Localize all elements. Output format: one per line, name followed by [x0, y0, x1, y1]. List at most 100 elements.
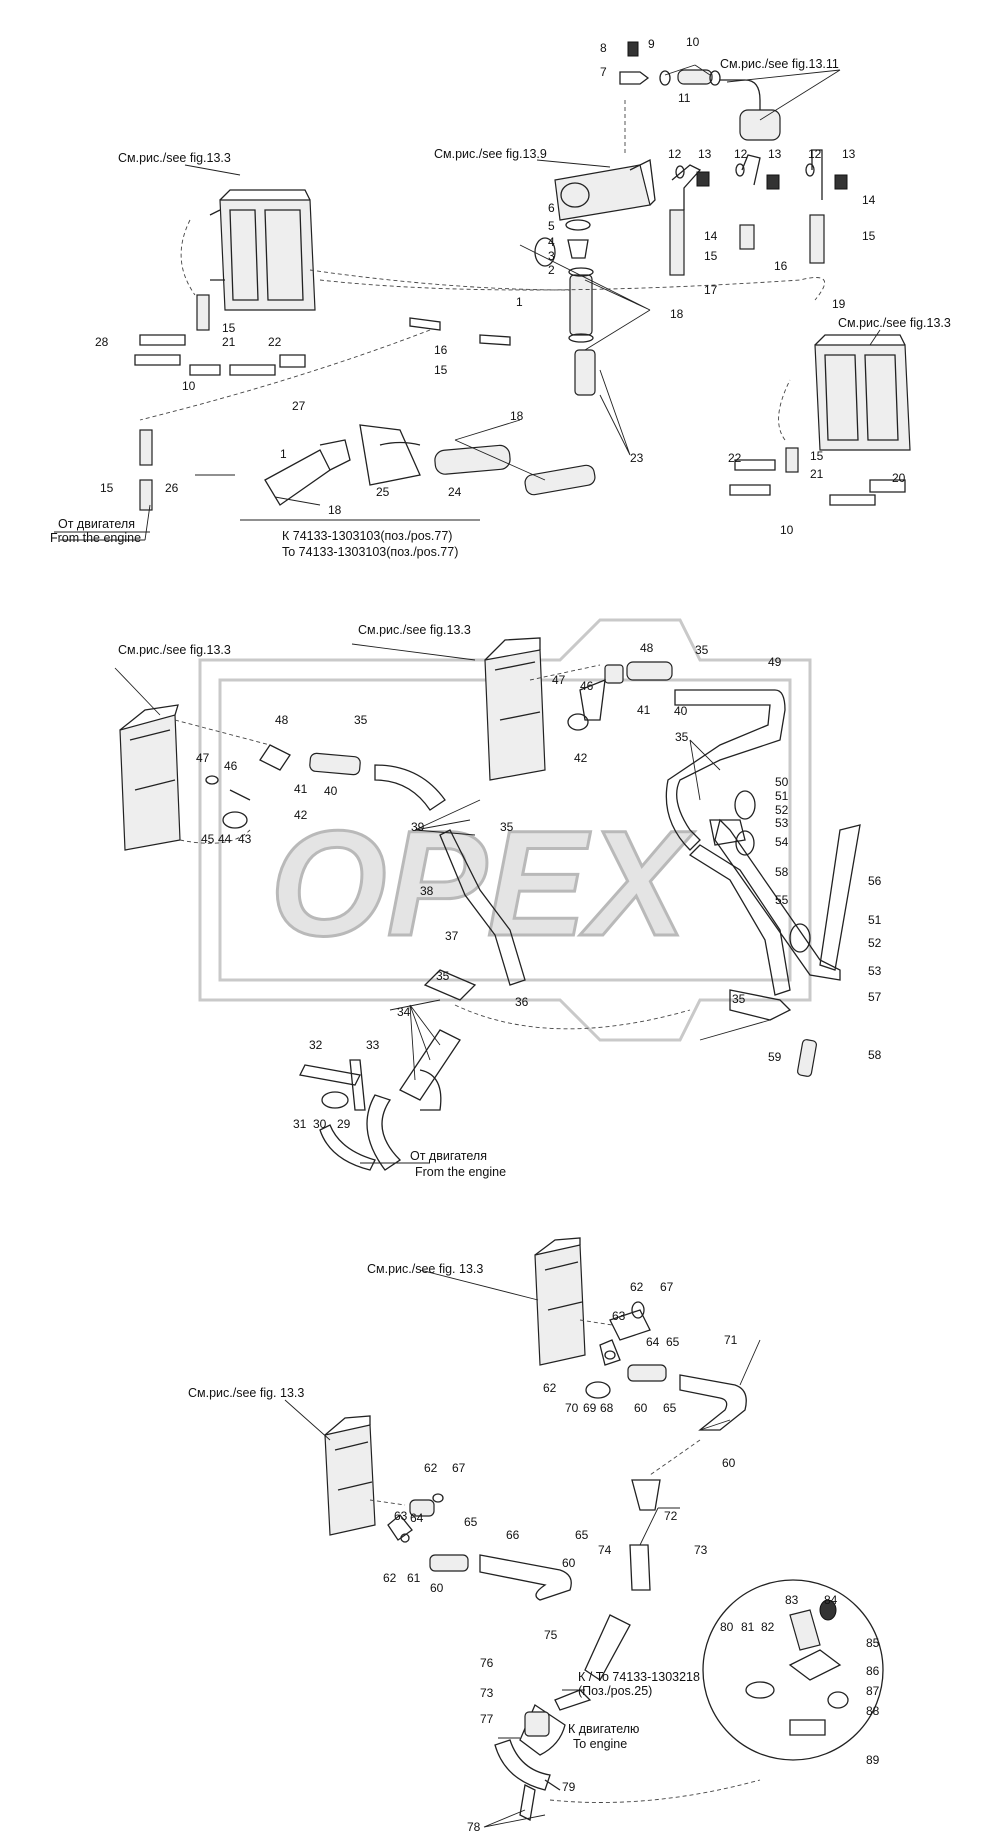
to-engine-ru: К двигателю — [568, 1722, 639, 1736]
callout: 50 — [775, 775, 789, 789]
callout: 59 — [768, 1050, 782, 1064]
to-pos-25-2: (Поз./pos.25) — [578, 1684, 652, 1698]
pipes-b — [229, 661, 861, 1171]
connection-lines-c — [369, 1319, 761, 1803]
callout: 74 — [598, 1543, 612, 1557]
callout: 35 — [436, 969, 450, 983]
callout: 62 — [424, 1461, 438, 1475]
callout: 9 — [648, 37, 655, 51]
callout: 10 — [686, 35, 700, 49]
callout: 65 — [575, 1528, 589, 1542]
callout: 65 — [666, 1335, 680, 1349]
ref-labels-a: См.рис./see fig.13.11 См.рис./see fig.13… — [50, 57, 951, 559]
callout: 46 — [580, 679, 594, 693]
callout: 65 — [464, 1515, 478, 1529]
callout: 52 — [775, 803, 789, 817]
to-pos-25-1: К / To 74133-1303218 — [578, 1670, 700, 1684]
connection-lines-a — [139, 100, 826, 441]
callout: 3 — [548, 249, 555, 263]
callout: 13 — [698, 147, 712, 161]
callout: 13 — [768, 147, 782, 161]
ref-fig-13-3-left: См.рис./see fig.13.3 — [118, 643, 231, 657]
leaders-c — [284, 1269, 761, 1828]
from-engine-en: From the engine — [415, 1165, 506, 1179]
callouts-c: 62 67 63 64 65 71 62 70 69 68 60 65 60 6… — [383, 1280, 880, 1834]
callout: 21 — [222, 335, 236, 349]
radiator-a-left — [209, 189, 316, 311]
callout: 26 — [165, 481, 179, 495]
callout: 81 — [741, 1620, 755, 1634]
ref-fig-13-3-left: См.рис./see fig. 13.3 — [188, 1386, 304, 1400]
callout: 42 — [294, 808, 308, 822]
callout: 52 — [868, 936, 882, 950]
callout: 10 — [780, 523, 794, 537]
callout: 78 — [467, 1820, 481, 1834]
callout: 18 — [328, 503, 342, 517]
callout: 8 — [600, 41, 607, 55]
callout: 43 — [238, 832, 252, 846]
callout: 68 — [600, 1401, 614, 1415]
ref-fig-13-3-top: См.рис./see fig. 13.3 — [367, 1262, 483, 1276]
callout: 5 — [548, 219, 555, 233]
from-engine-ru: От двигателя — [58, 517, 135, 531]
callout: 6 — [548, 201, 555, 215]
callout: 35 — [354, 713, 368, 727]
callout: 38 — [420, 884, 434, 898]
callout: 57 — [868, 990, 882, 1004]
callout: 37 — [445, 929, 459, 943]
callout: 72 — [664, 1509, 678, 1523]
callout: 18 — [510, 409, 524, 423]
callout: 16 — [774, 259, 788, 273]
callout: 67 — [660, 1280, 674, 1294]
callout: 49 — [768, 655, 782, 669]
callout: 53 — [868, 964, 882, 978]
ref-fig-13-9: См.рис./see fig.13.9 — [434, 147, 547, 161]
callout: 14 — [704, 229, 718, 243]
callout: 2 — [548, 263, 555, 277]
section-b: См.рис./see fig.13.3 См.рис./see fig.13.… — [114, 623, 882, 1179]
radiator-c-left — [324, 1415, 376, 1536]
callout: 39 — [411, 820, 425, 834]
callout: 11 — [678, 91, 691, 105]
bent-pipe-13-11 — [720, 79, 781, 141]
callout: 73 — [694, 1543, 708, 1557]
radiator-a-right — [814, 334, 911, 451]
pipes-c — [387, 1309, 884, 1821]
callout: 48 — [640, 641, 654, 655]
ref-fig-13-3-right: См.рис./see fig.13.3 — [838, 316, 951, 330]
callout: 46 — [224, 759, 238, 773]
callout: 85 — [866, 1636, 880, 1650]
callout: 83 — [785, 1593, 799, 1607]
callout: 62 — [630, 1280, 644, 1294]
to-engine-en: To engine — [573, 1737, 627, 1751]
radiator-c-top — [534, 1237, 586, 1366]
callout: 64 — [646, 1335, 660, 1349]
callout: 22 — [268, 335, 282, 349]
callout: 76 — [480, 1656, 494, 1670]
callout: 1 — [516, 295, 523, 309]
callout: 1 — [280, 447, 287, 461]
callout: 10 — [182, 379, 196, 393]
radiator-b-top — [484, 637, 546, 781]
callout: 51 — [775, 789, 789, 803]
callout: 70 — [565, 1401, 579, 1415]
callout: 63 — [612, 1309, 626, 1323]
callout: 60 — [562, 1556, 576, 1570]
callout: 40 — [674, 704, 688, 718]
watermark-text: OPEX — [270, 799, 695, 967]
callout: 67 — [452, 1461, 466, 1475]
to-pos-77-en: To 74133-1303103(поз./pos.77) — [282, 545, 458, 559]
callout: 15 — [704, 249, 718, 263]
callout: 32 — [309, 1038, 323, 1052]
section-c: См.рис./see fig. 13.3 См.рис./see fig. 1… — [188, 1237, 884, 1834]
callout: 42 — [574, 751, 588, 765]
connection-lines-b — [174, 664, 691, 1030]
callout: 87 — [866, 1684, 880, 1698]
callouts-a: 8 9 10 7 11 13 12 12 13 12 13 14 6 5 4 3… — [95, 35, 906, 537]
callout: 12 — [734, 147, 748, 161]
callout: 4 — [548, 235, 555, 249]
callout: 56 — [868, 874, 882, 888]
callout: 64 — [410, 1511, 424, 1525]
callout: 15 — [810, 449, 824, 463]
fittings-top — [134, 41, 906, 511]
